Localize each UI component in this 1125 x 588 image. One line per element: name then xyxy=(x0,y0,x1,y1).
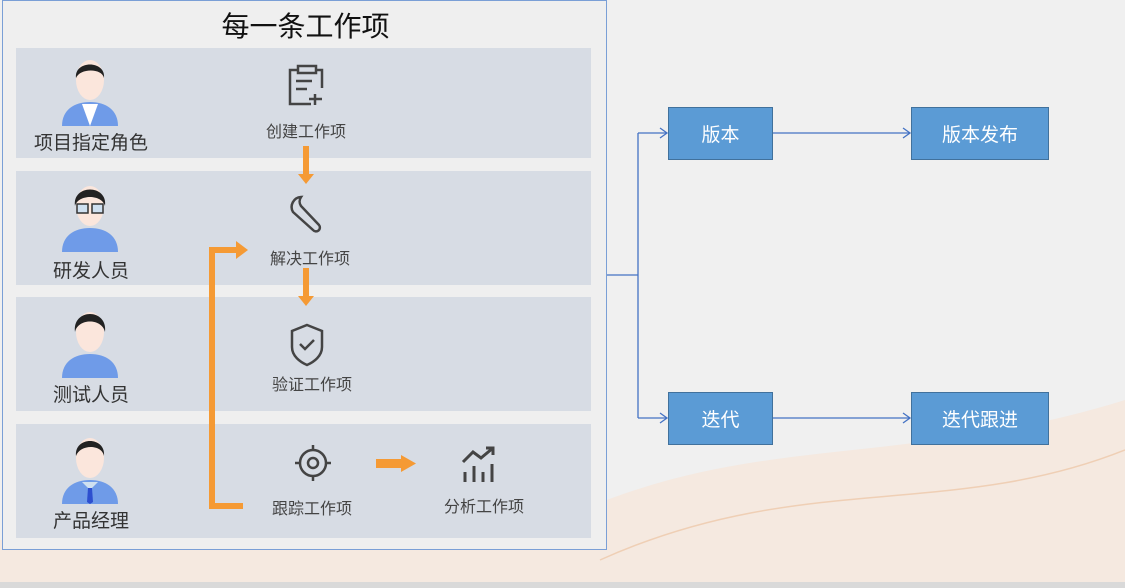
iteration-box: 迭代 xyxy=(668,392,773,445)
step-verify: 验证工作项 xyxy=(271,375,352,394)
step-track: 跟踪工作项 xyxy=(271,499,352,518)
shield-check-icon xyxy=(290,323,324,367)
bottom-strip xyxy=(0,582,1125,588)
trend-chart-icon xyxy=(461,446,495,482)
avatar-project-role xyxy=(62,60,118,126)
clipboard-add-icon xyxy=(288,64,324,106)
step-create: 创建工作项 xyxy=(265,122,346,141)
avatar-product-manager xyxy=(62,438,118,504)
row-tester xyxy=(16,297,591,411)
frame-title: 每一条工作项 xyxy=(221,10,390,43)
avatar-developer xyxy=(62,186,118,252)
arrow-track-loop xyxy=(209,247,215,509)
version-box: 版本 xyxy=(668,107,773,160)
arrow-track-to-analyze xyxy=(376,459,402,468)
wrench-icon xyxy=(290,195,322,233)
row-product-manager xyxy=(16,424,591,538)
role-label-pm: 产品经理 xyxy=(52,510,129,532)
row-developer xyxy=(16,171,591,285)
step-analyze: 分析工作项 xyxy=(443,497,524,516)
avatar-tester xyxy=(62,312,118,378)
role-label-tester: 测试人员 xyxy=(52,384,129,406)
role-label-developer: 研发人员 xyxy=(52,260,129,282)
target-icon xyxy=(295,445,331,481)
connector-frame-to-outputs xyxy=(607,132,666,419)
step-resolve: 解决工作项 xyxy=(269,249,350,268)
iteration-follow-box: 迭代跟进 xyxy=(911,392,1049,445)
role-label-project: 项目指定角色 xyxy=(33,132,148,154)
arrow-create-to-resolve xyxy=(303,146,309,176)
arrow-resolve-to-verify xyxy=(303,268,309,298)
version-release-box: 版本发布 xyxy=(911,107,1049,160)
